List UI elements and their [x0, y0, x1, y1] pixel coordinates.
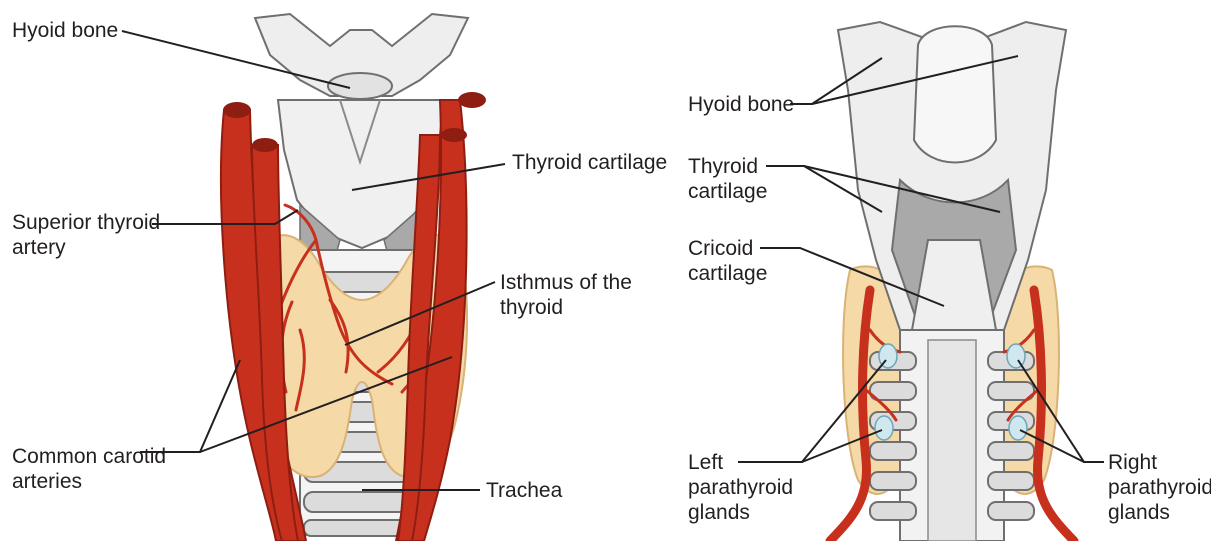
leader-carotid-a: [140, 360, 240, 452]
right-inferior-parathyroid: [1009, 416, 1027, 440]
label-hyoid-bone-left: Hyoid bone: [12, 18, 118, 43]
label-thyroid-cartilage-left: Thyroid cartilage: [512, 150, 667, 175]
right-carotid-outer-lumen: [458, 92, 486, 108]
label-common-carotid: Common carotid arteries: [12, 444, 166, 494]
left-anterior-view: [122, 14, 505, 541]
left-carotid-outer-lumen: [223, 102, 251, 118]
label-cricoid-cartilage: Cricoid cartilage: [688, 236, 767, 286]
label-trachea: Trachea: [486, 478, 562, 503]
label-left-parathyroid: Left parathyroid glands: [688, 450, 793, 525]
right-carotid-inner-lumen: [441, 128, 467, 142]
label-isthmus: Isthmus of the thyroid: [500, 270, 632, 320]
right-view-epiglottis: [914, 26, 996, 162]
label-right-parathyroid: Right parathyroid glands: [1108, 450, 1211, 525]
right-view-cricoid-plate: [912, 240, 996, 330]
left-hyoid-body: [328, 73, 392, 99]
label-hyoid-bone-right: Hyoid bone: [688, 92, 794, 117]
left-inferior-parathyroid: [875, 416, 893, 440]
label-thyroid-cartilage-right: Thyroid cartilage: [688, 154, 767, 204]
left-carotid-inner-lumen: [252, 138, 278, 152]
label-superior-thyroid-artery: Superior thyroid artery: [12, 210, 160, 260]
right-superior-parathyroid: [1007, 344, 1025, 368]
right-view-trachea-muscle: [928, 340, 976, 541]
